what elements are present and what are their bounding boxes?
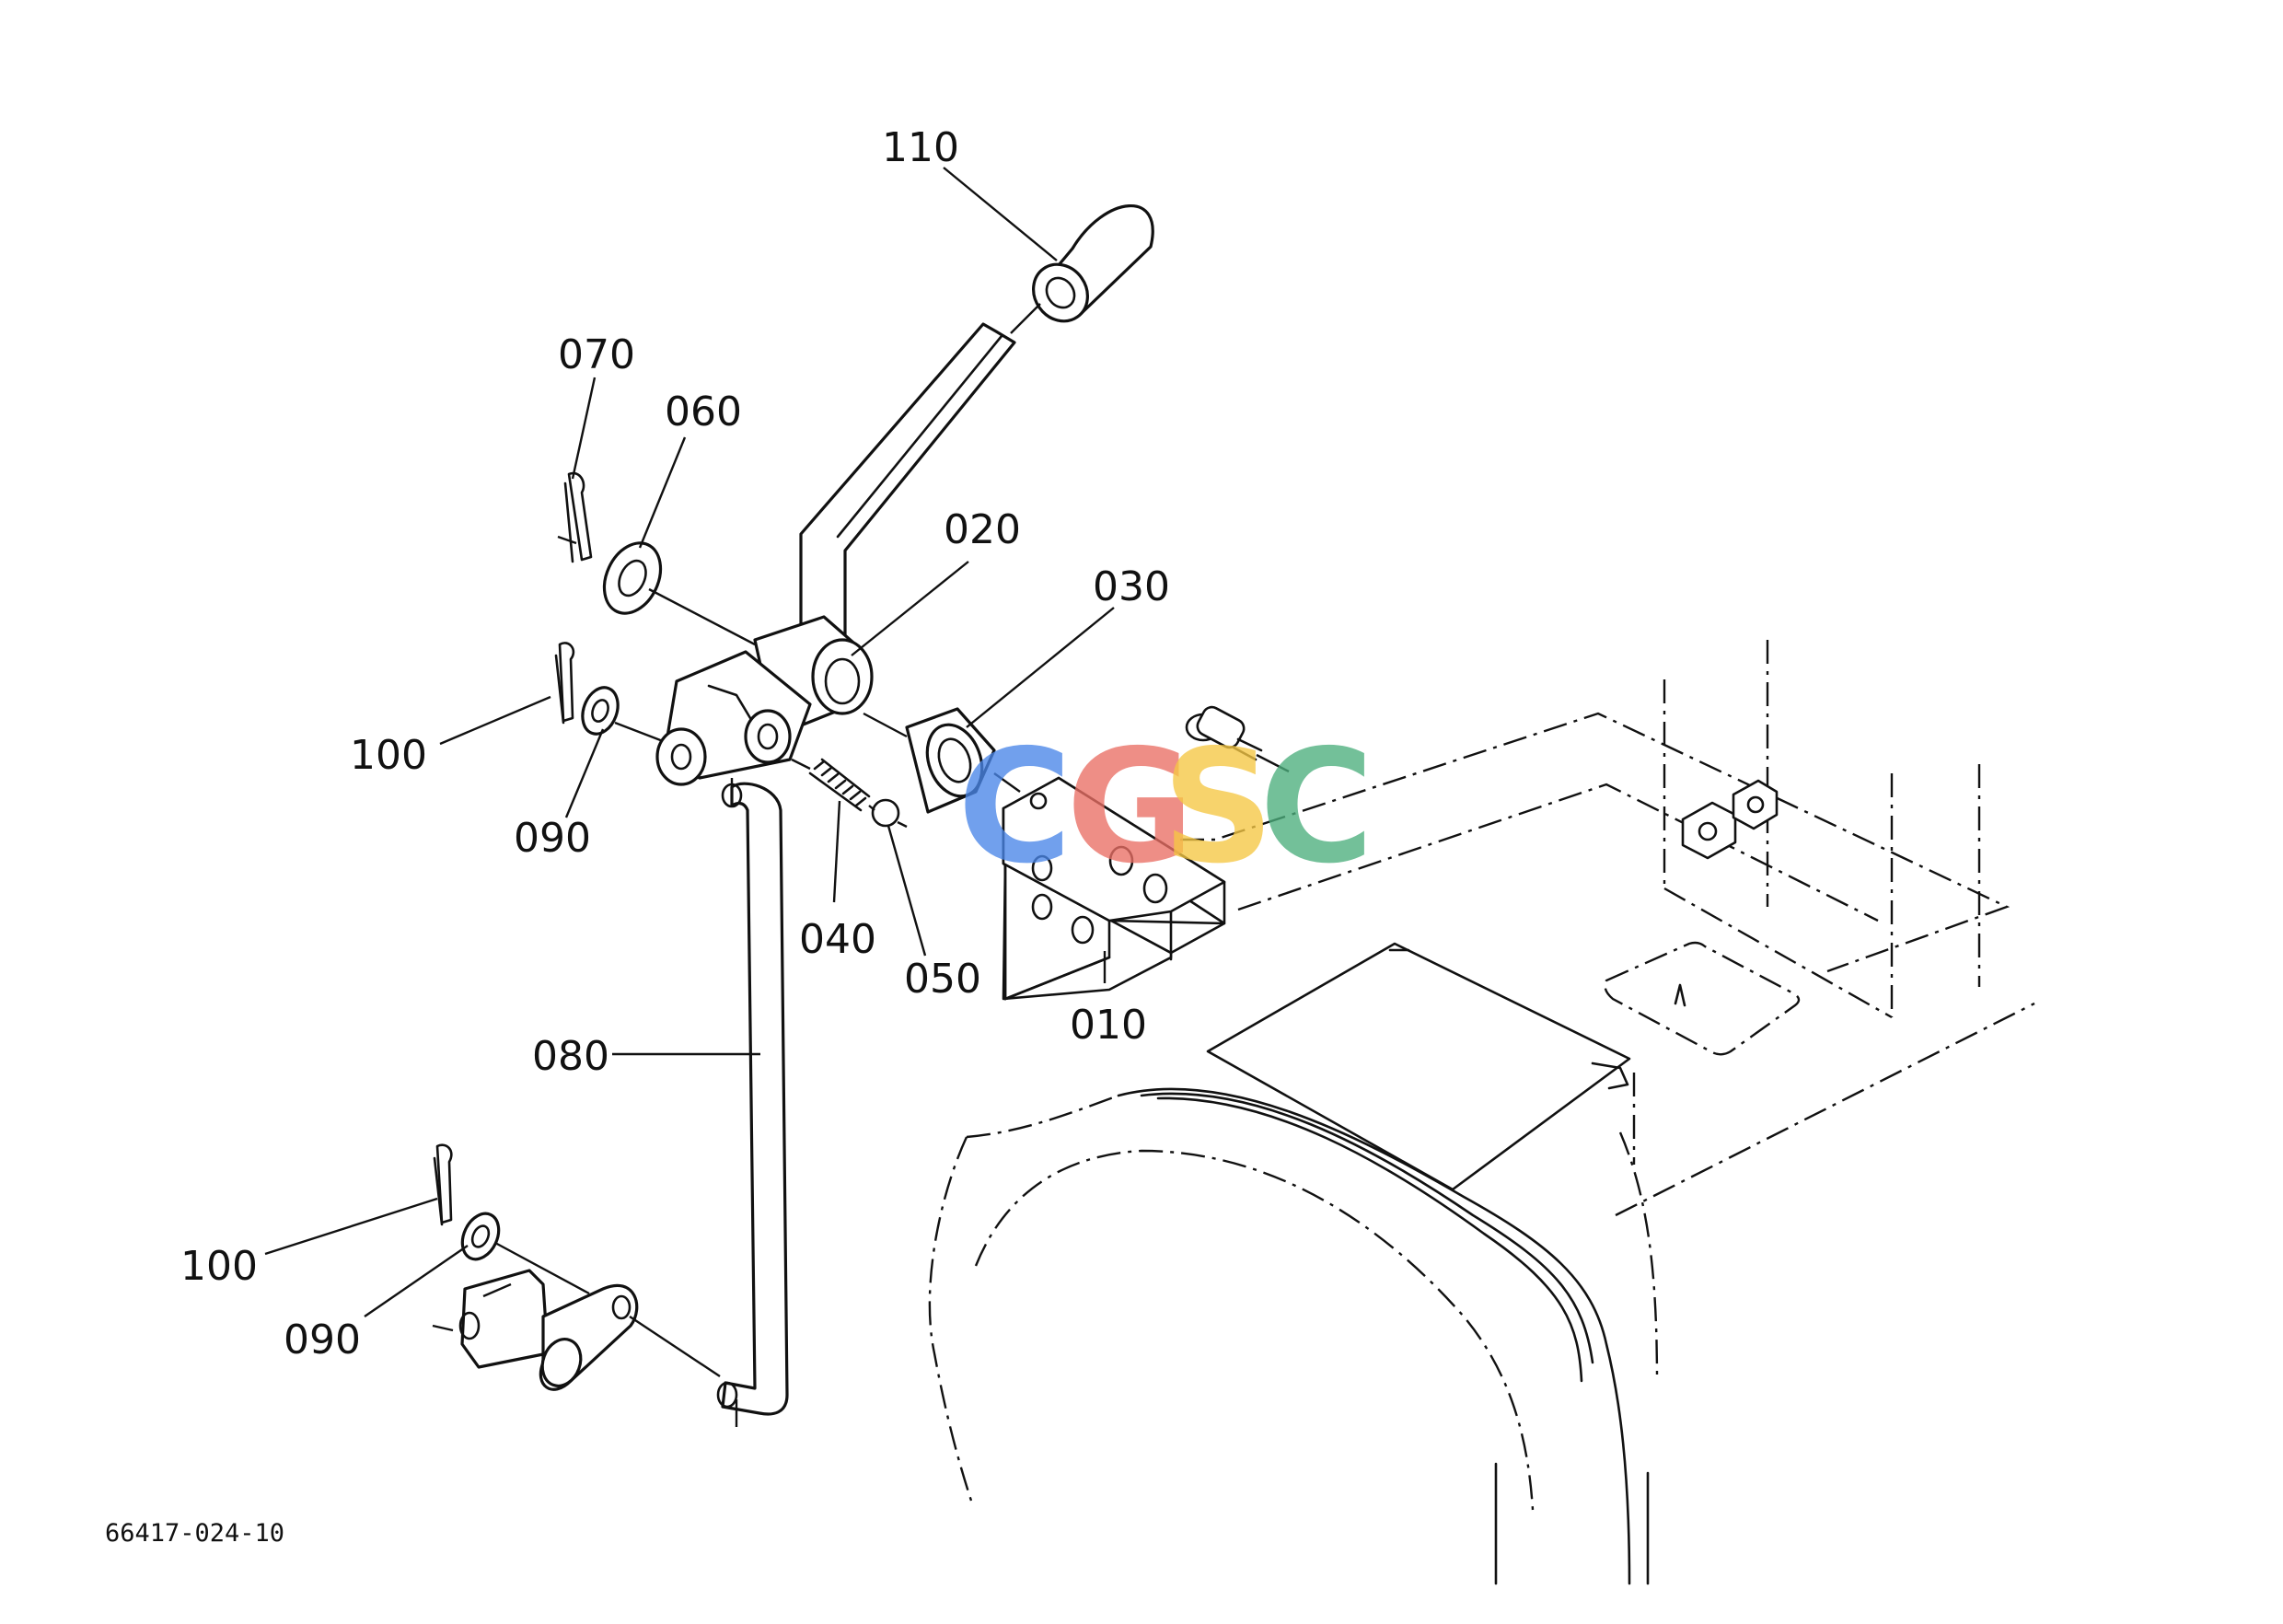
callout-110: 110 [882,124,959,171]
callout-100-bottom: 100 [180,1243,258,1290]
callout-030: 030 [1093,563,1170,610]
bushing-030 [905,707,996,814]
mounting-blocks [1681,779,1779,860]
watermark-letter-2: G [1066,716,1195,899]
watermark-letter-1: C [957,716,1072,899]
link-plate [458,1269,639,1391]
tractor-body-outline [928,640,2035,1585]
figure-number: 66417-024-10 [105,1519,284,1548]
callout-090-bottom: 090 [284,1317,361,1363]
washer-090-bottom [460,1212,501,1261]
spring-040 [808,758,871,812]
washer-090-top [581,686,620,736]
rod-080 [716,778,789,1427]
bracket-plate-010 [1002,776,1226,1001]
leader-lines [264,167,1115,1317]
cotter-pin-100-top [554,642,575,725]
callout-010: 010 [1070,1002,1147,1049]
watermark-logo: C G S C [957,716,1374,899]
watermark-letter-4: C [1259,716,1374,899]
callouts: 110 070 060 020 030 100 090 040 050 010 … [180,124,1170,1363]
callout-080: 080 [532,1033,609,1080]
callout-090-top: 090 [514,815,591,862]
bolt [1185,705,1290,773]
watermark-letter-3: S [1162,716,1274,899]
cotter-pin-100-bottom [433,1143,453,1226]
callout-060: 060 [665,389,742,435]
callout-070: 070 [558,331,635,378]
callout-050: 050 [904,956,981,1003]
cotter-pin-070 [557,471,593,563]
knob-110 [1032,204,1154,323]
ball-050 [871,798,900,828]
lever-020 [655,322,1016,786]
callout-020: 020 [944,506,1021,553]
washer-060 [602,541,663,615]
callout-100-top: 100 [350,732,427,779]
callout-040: 040 [799,916,876,963]
